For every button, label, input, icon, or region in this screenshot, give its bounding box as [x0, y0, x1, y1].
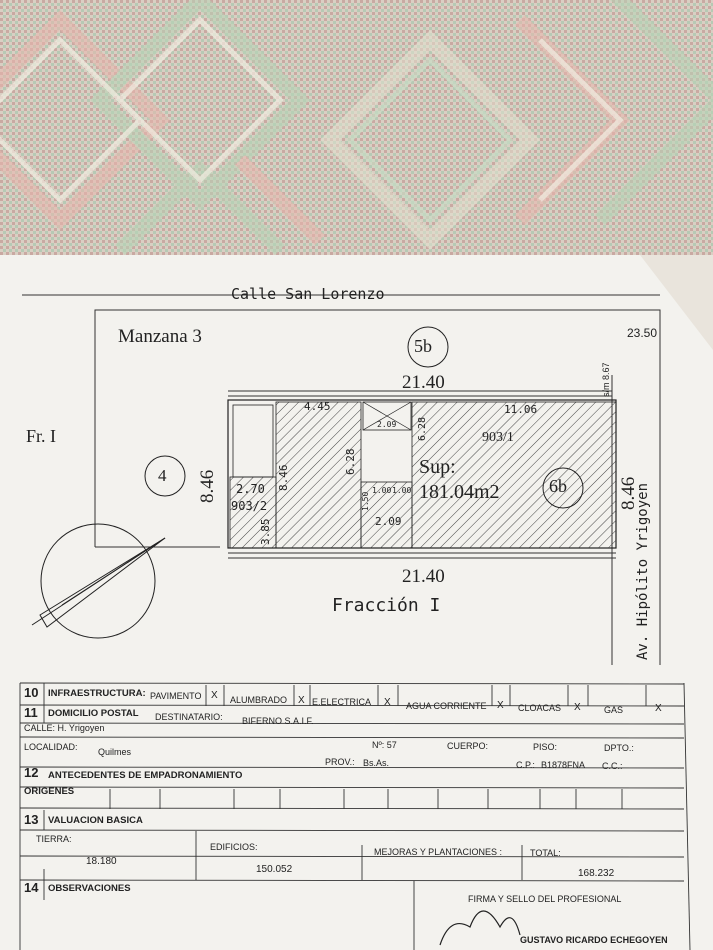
provincia-label: PROV.:	[325, 757, 355, 767]
fraction-label: Fracción I	[332, 595, 441, 616]
piso-label: PISO:	[533, 742, 558, 752]
lot-6b-label: 6b	[549, 476, 567, 496]
row-14-number: 14	[24, 880, 39, 895]
dimension-bottom: 21.40	[402, 566, 445, 587]
cc-label: C.C.:	[602, 761, 623, 771]
row-11-label: DOMICILIO POSTAL	[48, 708, 139, 719]
dimension-2-70: 2.70	[236, 482, 265, 496]
infra-mark-4: X	[497, 700, 504, 711]
block-outline	[94, 309, 661, 547]
signature-label: FIRMA Y SELLO DEL PROFESIONAL	[468, 894, 622, 904]
professional-name: GUSTAVO RICARDO ECHEGOYEN	[520, 935, 668, 945]
fraction-left-label: Fr. I	[26, 426, 57, 446]
lot-plan-drawing	[22, 255, 713, 665]
dimension-top: 21.40	[402, 372, 445, 393]
torn-corner	[640, 255, 713, 350]
dpto-label: DPTO.:	[604, 743, 634, 753]
dimension-11-06: 11.06	[504, 403, 538, 416]
row-10-number: 10	[24, 685, 39, 700]
infra-mark-3: X	[384, 697, 391, 708]
numero-field: Nº: 57	[372, 740, 397, 750]
infra-item-6: GAS	[604, 705, 624, 715]
row-13-number: 13	[24, 812, 39, 827]
total-label: TOTAL:	[530, 848, 561, 858]
dimension-2-09-top: 2.09	[377, 420, 397, 429]
dimension-4-45: 4.45	[304, 400, 331, 413]
lot-5b-label: 5b	[414, 336, 432, 356]
north-compass	[40, 523, 156, 639]
infra-item-3: E.ELECTRICA	[312, 697, 372, 707]
infra-mark-6: X	[655, 703, 662, 714]
row-12-number: 12	[24, 765, 39, 780]
row-13-label: VALUACION BASICA	[48, 815, 143, 826]
lot-4-label: 4	[158, 466, 167, 485]
provincia-value: Bs.As.	[363, 758, 390, 768]
dimension-1-00-b: 1.00	[392, 486, 412, 495]
row-14-label: OBSERVACIONES	[48, 883, 131, 894]
parcel-903-1: 903/1	[482, 430, 514, 445]
surface-value: 181.04m2	[419, 481, 500, 503]
infra-item-5: CLOACAS	[518, 703, 562, 713]
survey-document: Calle San Lorenzo Manzana 3 5b 23.50 21.…	[0, 255, 713, 950]
building-block-a	[275, 401, 362, 549]
infra-mark-2: X	[298, 695, 305, 706]
tierra-label: TIERRA:	[36, 834, 72, 844]
infra-mark-5: X	[574, 702, 581, 713]
dimension-1-00-a: 1.00	[372, 486, 392, 495]
row-11-number: 11	[24, 705, 38, 720]
surface-label: Sup:	[419, 456, 456, 478]
infra-item-4: AGUA CORRIENTE	[406, 701, 487, 711]
building-block-b	[411, 401, 617, 549]
infra-item-1: PAVIMENTO	[150, 691, 202, 701]
mejoras-label: MEJORAS Y PLANTACIONES :	[374, 847, 503, 857]
total-value: 168.232	[578, 868, 615, 879]
tierra-value: 18.180	[86, 856, 117, 867]
row-10-label: INFRAESTRUCTURA:	[48, 688, 146, 699]
infra-mark-1: X	[211, 690, 218, 701]
parcel-903-2: 903/2	[231, 499, 268, 513]
edificios-value: 150.052	[256, 864, 293, 875]
edificios-label: EDIFICIOS:	[210, 842, 258, 852]
cp-value: B1878FNA	[541, 760, 586, 770]
dimension-2-09-bottom: 2.09	[375, 515, 402, 528]
block-label: Manzana 3	[118, 326, 202, 347]
destinatario-label: DESTINATARIO:	[155, 712, 223, 722]
row-12-label: ANTECEDENTES DE EMPADRONAMIENTO	[48, 770, 243, 781]
signature-scribble	[439, 910, 521, 946]
fabric-background	[0, 0, 713, 262]
localidad-value: Quilmes	[98, 747, 132, 757]
form-grid	[19, 682, 691, 950]
street-name: Calle San Lorenzo	[231, 285, 385, 303]
localidad-label: LOCALIDAD:	[24, 742, 78, 752]
fabric-pattern	[0, 0, 713, 262]
destinatario-value: BIFERNO S.A.I.F.	[242, 716, 314, 726]
infra-item-2: ALUMBRADO	[230, 695, 288, 705]
cuerpo-label: CUERPO:	[447, 741, 489, 751]
calle-field: CALLE: H. Yrigoyen	[24, 723, 105, 733]
cp-label: C.P.:	[516, 760, 535, 770]
dimension-23-50: 23.50	[627, 326, 658, 340]
origenes-label: ORIGENES	[24, 786, 75, 797]
